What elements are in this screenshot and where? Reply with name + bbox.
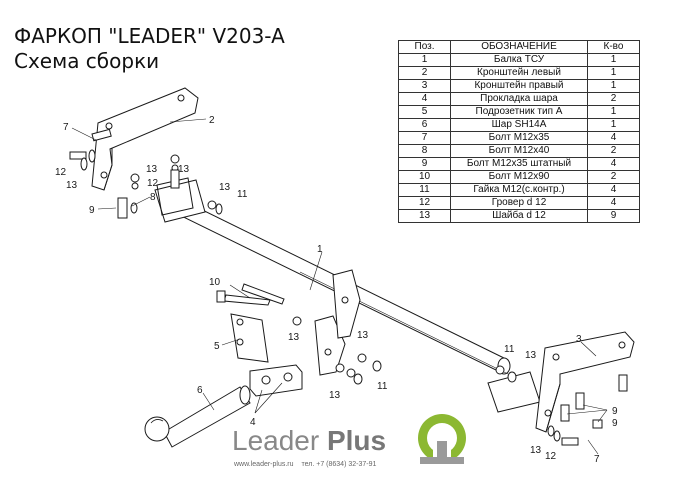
cell-position: 13 [398,209,451,223]
callout-numbers: 1 2 3 4 5 6 7 7 8 9 9 9 10 11 11 11 12 1… [55,115,618,465]
phone-number: тел. +7 (8634) 32-37-91 [301,461,377,468]
website-link[interactable]: www.leader-plus.ru [234,461,294,468]
brand-name: Leader Plus [232,425,386,457]
leader-plus-logo-icon [418,414,466,464]
callout-label: 6 [197,385,203,396]
ball-mount-plate [314,269,361,376]
fasteners-centre [292,316,382,385]
callout-label: 13 [530,445,542,456]
callout-label: 13 [357,330,369,341]
diagram-title: ФАРКОП "LEADER" V203-A [14,24,285,48]
diagram-subtitle: Схема сборки [14,49,160,73]
callout-label: 9 [89,205,95,216]
callout-label: 3 [576,334,582,345]
callout-label: 13 [219,182,231,193]
brand-contacts: www.leader-plus.ru тел. +7 (8634) 32-37-… [234,461,382,468]
brand-name-bold: Plus [326,425,387,456]
brand-name-light: Leader [232,425,320,456]
leader-lines [71,118,608,455]
callout-label: 13 [146,164,158,175]
callout-label: 7 [63,122,69,133]
callout-label: 11 [377,381,388,392]
callout-label: 13 [66,180,78,191]
tow-ball [144,385,251,448]
callout-label: 13 [288,332,300,343]
left-bracket [91,87,199,191]
callout-label: 4 [250,417,256,428]
callout-label: 5 [214,341,220,352]
callout-label: 1 [317,244,323,255]
callout-label: 13 [178,164,190,175]
right-bracket [535,331,635,433]
callout-label: 12 [545,451,557,462]
callout-label: 12 [55,167,67,178]
callout-label: 13 [525,350,537,361]
socket-holder [230,313,269,363]
callout-label: 12 [147,178,159,189]
callout-label: 11 [504,344,515,355]
callout-label: 9 [612,418,618,429]
callout-label: 7 [594,454,600,465]
callout-label: 10 [209,277,221,288]
cell-quantity: 9 [587,209,640,223]
fasteners-left-bracket [69,128,223,219]
ball-spacer-plates [249,364,303,397]
callout-label: 2 [209,115,215,126]
long-bolts [216,283,285,306]
callout-label: 11 [237,189,248,200]
callout-label: 9 [612,406,618,417]
cell-designation: Шайба d 12 [450,209,588,223]
callout-label: 8 [150,192,156,203]
fasteners-right-bracket [495,365,628,446]
callout-label: 13 [329,390,341,401]
cell-quantity: 4 [587,196,640,210]
